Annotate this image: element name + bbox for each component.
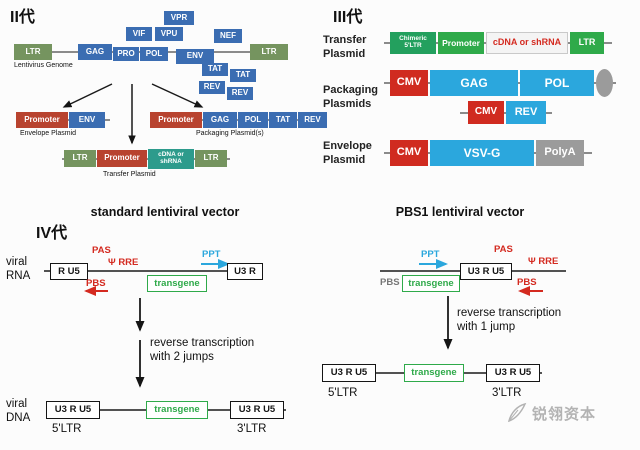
watermark-text: 锐翎资本 bbox=[532, 405, 597, 423]
promoter-box: Promoter bbox=[16, 112, 68, 128]
gen3-backbone-lines bbox=[384, 42, 616, 154]
gene-box-ltr: LTR bbox=[14, 44, 52, 60]
vsvg-box: VSV-G bbox=[430, 140, 534, 166]
cmv-box: CMV bbox=[468, 101, 504, 124]
gene-box-gag: GAG bbox=[203, 112, 237, 128]
polya-box: PolyA bbox=[536, 140, 584, 166]
envelope-plasmid-label: Envelope Plasmid bbox=[20, 130, 77, 137]
gene-box-rev: REV bbox=[227, 87, 253, 100]
transgene-box: transgene bbox=[404, 364, 464, 382]
gen3-envelope-label: Envelope Plasmid bbox=[323, 140, 372, 166]
gene-box-pol: POL bbox=[520, 70, 594, 96]
gene-box-tat: TAT bbox=[230, 69, 256, 82]
gene-box-gag: GAG bbox=[78, 44, 112, 60]
gene-box-nef: NEF bbox=[214, 29, 242, 43]
3ltr-label: 3'LTR bbox=[237, 423, 267, 435]
ppt-label: PPT bbox=[202, 249, 221, 260]
gene-box-rev: REV bbox=[199, 81, 225, 94]
ppt-label: PPT bbox=[421, 249, 440, 260]
pbs-label: PBS bbox=[86, 278, 106, 289]
r-u5-box: R U5 bbox=[50, 263, 88, 280]
gene-box-env: ENV bbox=[69, 112, 105, 128]
promoter-box: Promoter bbox=[150, 112, 202, 128]
gene-box-ltr: LTR bbox=[570, 32, 604, 54]
5ltr-label: 5'LTR bbox=[328, 387, 358, 399]
gene-box-ltr: LTR bbox=[250, 44, 288, 60]
transgene-box: transgene bbox=[146, 401, 208, 419]
gen3-transfer-label: Transfer Plasmid bbox=[323, 34, 367, 60]
gene-box-vif: VIF bbox=[126, 27, 152, 41]
gen2-split-arrows bbox=[62, 83, 204, 145]
packaging-plasmid-label: Packaging Plasmid(s) bbox=[196, 130, 264, 137]
gene-box-pro: PRO bbox=[113, 47, 139, 61]
promoter-box: Promoter bbox=[438, 32, 484, 54]
pbs-label: PBS bbox=[380, 277, 400, 288]
gen3-packaging-label: Packaging Plasmids bbox=[323, 84, 379, 110]
gene-box-pol: POL bbox=[238, 112, 268, 128]
pbs-label: PBS bbox=[517, 277, 537, 288]
u3-r-u5-box: U3 R U5 bbox=[230, 401, 284, 419]
gen3-title: III代 bbox=[333, 9, 363, 26]
pas-label: PAS bbox=[494, 244, 513, 255]
5ltr-label: 5'LTR bbox=[52, 423, 82, 435]
pbs1-vector-title: PBS1 lentiviral vector bbox=[395, 205, 525, 219]
rt-1-jump-label: reverse transcription with 1 jump bbox=[457, 307, 562, 334]
cdna-shrna-box: cDNA or shRNA bbox=[148, 149, 194, 169]
psi-rre-label: Ψ RRE bbox=[108, 257, 139, 268]
viral-rna-label: viral RNA bbox=[6, 256, 31, 283]
feather-icon bbox=[507, 402, 527, 423]
pas-label: PAS bbox=[92, 245, 111, 256]
transgene-box: transgene bbox=[147, 275, 207, 292]
cmv-box: CMV bbox=[390, 70, 428, 96]
psi-rre-label: Ψ RRE bbox=[528, 256, 559, 267]
gene-box-rev: REV bbox=[298, 112, 327, 128]
polya-ellipse bbox=[596, 69, 613, 97]
gene-box-pol: POL bbox=[140, 47, 168, 61]
3ltr-label: 3'LTR bbox=[492, 387, 522, 399]
gene-box-tat: TAT bbox=[269, 112, 297, 128]
lentivirus-genome-label: Lentivirus Genome bbox=[14, 62, 73, 69]
gene-box-ltr: LTR bbox=[64, 150, 96, 167]
u3-r-u5-box: U3 R U5 bbox=[322, 364, 376, 382]
standard-vector-title: standard lentiviral vector bbox=[90, 205, 240, 219]
chimeric-5ltr-box: Chimeric 5'LTR bbox=[390, 32, 436, 54]
u3-r-u5-box: U3 R U5 bbox=[460, 263, 512, 280]
promoter-box: Promoter bbox=[97, 150, 147, 167]
gene-box-gag: GAG bbox=[430, 70, 518, 96]
gen4-title: IV代 bbox=[36, 225, 68, 242]
transfer-plasmid-label: Transfer Plasmid bbox=[103, 171, 156, 178]
rt-2-jumps-label: reverse transcription with 2 jumps bbox=[150, 337, 255, 364]
watermark: 锐翎资本 bbox=[506, 402, 596, 424]
cmv-box: CMV bbox=[390, 140, 428, 166]
u3-r-u5-box: U3 R U5 bbox=[486, 364, 540, 382]
gene-box-ltr: LTR bbox=[195, 150, 227, 167]
u3-r-box: U3 R bbox=[227, 263, 263, 280]
viral-dna-label: viral DNA bbox=[6, 398, 31, 425]
transgene-box: transgene bbox=[402, 275, 460, 292]
gene-box-vpr: VPR bbox=[164, 11, 194, 25]
gene-box-vpu: VPU bbox=[155, 27, 183, 41]
gene-box-env: ENV bbox=[176, 49, 214, 64]
gen2-title: II代 bbox=[10, 9, 35, 26]
gene-box-rev: REV bbox=[506, 101, 546, 124]
u3-r-u5-box: U3 R U5 bbox=[46, 401, 100, 419]
cdna-shrna-box: cDNA or shRNA bbox=[486, 32, 568, 54]
gene-box-tat: TAT bbox=[202, 63, 228, 76]
